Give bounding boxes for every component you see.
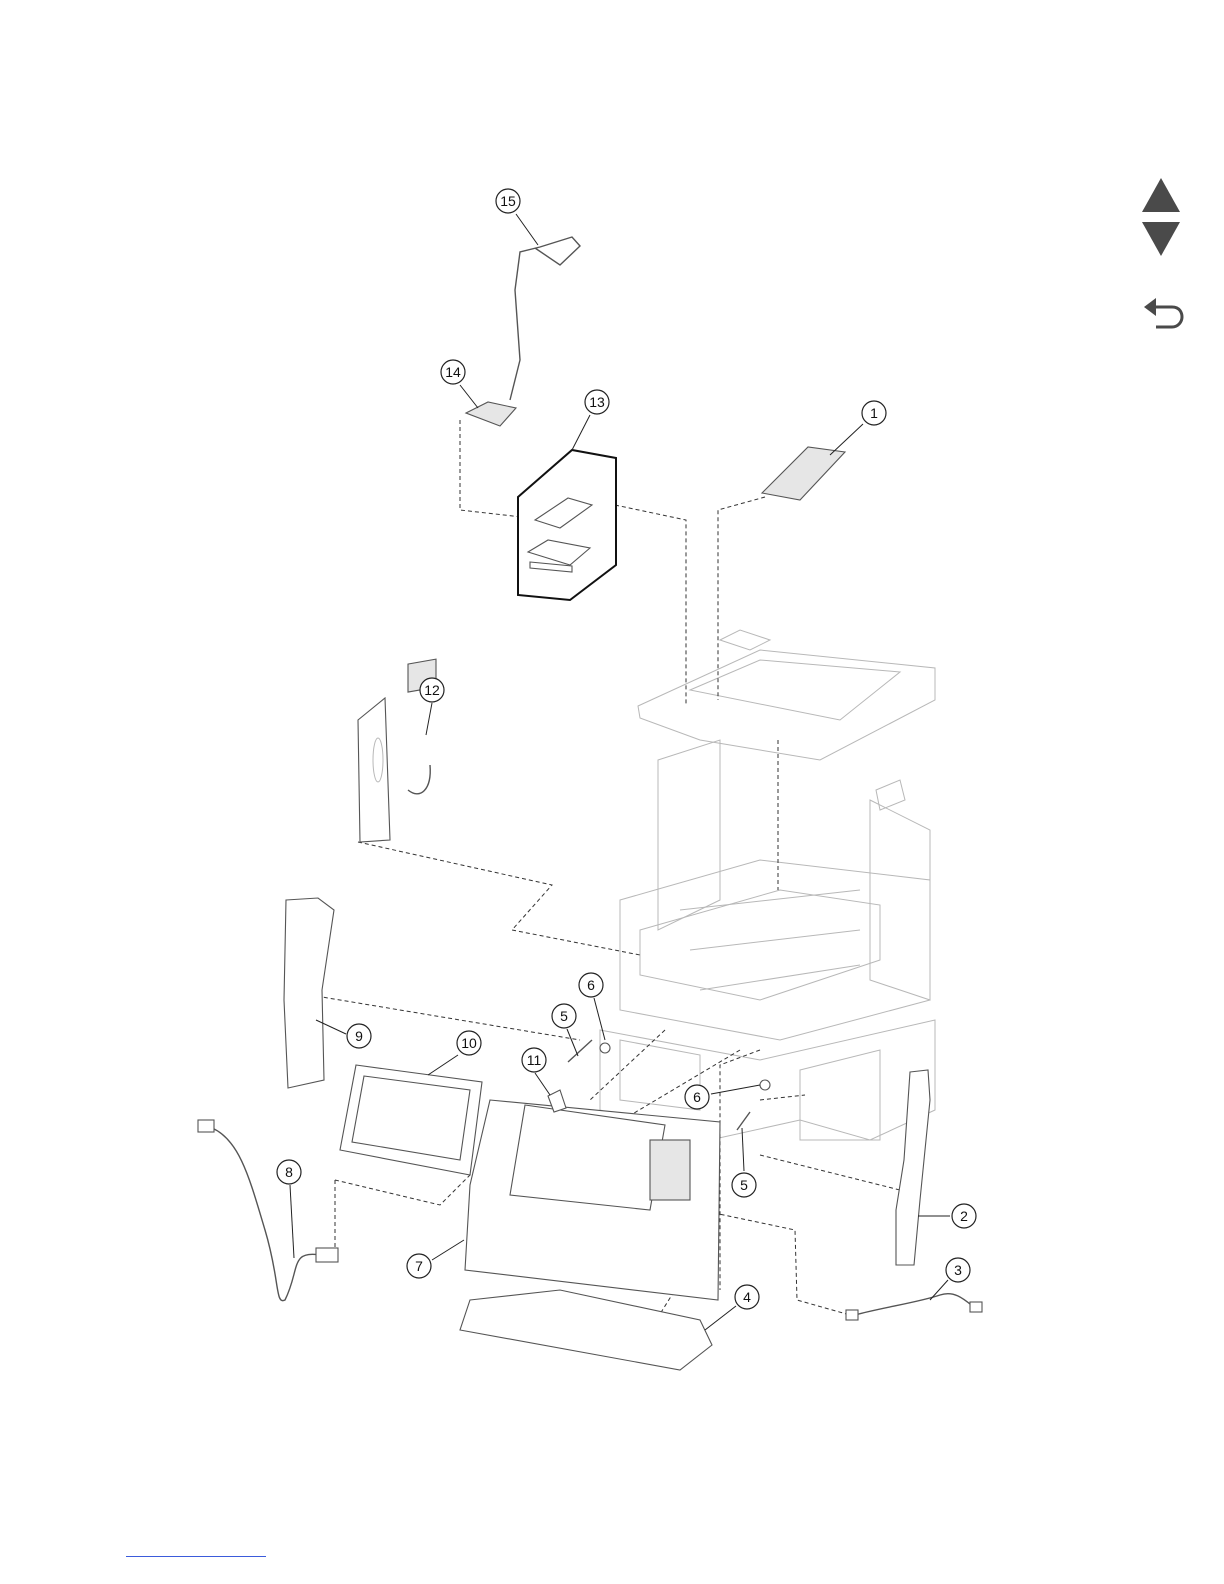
callout-15: 15 (496, 189, 520, 213)
callout-6-top: 6 (579, 973, 603, 997)
callout-9: 9 (347, 1024, 371, 1048)
callout-14: 14 (441, 360, 465, 384)
callout-6-right: 6 (685, 1085, 709, 1109)
svg-text:7: 7 (415, 1258, 423, 1274)
part-7-operator-panel (465, 1100, 720, 1300)
svg-text:10: 10 (461, 1035, 477, 1051)
svg-text:9: 9 (355, 1028, 363, 1044)
svg-text:13: 13 (589, 394, 605, 410)
svg-text:8: 8 (285, 1164, 293, 1180)
callout-5-left: 5 (552, 1004, 576, 1028)
part-1-card (762, 447, 845, 500)
callout-12: 12 (420, 678, 444, 702)
callout-13: 13 (585, 390, 609, 414)
return-arrow-icon[interactable] (1140, 296, 1186, 332)
part-14-board (466, 402, 516, 426)
svg-text:5: 5 (740, 1177, 748, 1193)
callout-2: 2 (952, 1204, 976, 1228)
part-3-cable (846, 1294, 982, 1320)
part-15-cable (510, 237, 580, 400)
svg-text:2: 2 (960, 1208, 968, 1224)
svg-text:11: 11 (527, 1052, 542, 1068)
callout-7: 7 (407, 1254, 431, 1278)
svg-text:6: 6 (587, 977, 595, 993)
svg-text:12: 12 (424, 682, 440, 698)
svg-text:1: 1 (870, 405, 878, 421)
svg-text:5: 5 (560, 1008, 568, 1024)
part-8-cable (198, 1120, 338, 1301)
svg-text:15: 15 (500, 193, 516, 209)
part-9-left-cover (284, 898, 334, 1088)
callout-8: 8 (277, 1160, 301, 1184)
triangle-down-icon[interactable] (1140, 220, 1182, 258)
triangle-up-icon[interactable] (1140, 176, 1182, 214)
callout-1: 1 (862, 401, 886, 425)
callout-10: 10 (457, 1031, 481, 1055)
part-2-right-cover (896, 1070, 930, 1265)
part-10-display-bezel (340, 1065, 482, 1175)
svg-text:3: 3 (954, 1262, 962, 1278)
printer-frame (600, 630, 935, 1140)
callout-11: 11 (522, 1048, 546, 1072)
svg-text:4: 4 (743, 1289, 751, 1305)
callout-5-right: 5 (732, 1173, 756, 1197)
part-13-shield-kit (518, 450, 616, 600)
svg-text:6: 6 (693, 1089, 701, 1105)
part-4-base-cover (460, 1290, 712, 1370)
callout-3: 3 (946, 1258, 970, 1282)
callout-4: 4 (735, 1285, 759, 1309)
svg-text:14: 14 (445, 364, 461, 380)
footer-link-underline[interactable] (126, 1556, 266, 1557)
